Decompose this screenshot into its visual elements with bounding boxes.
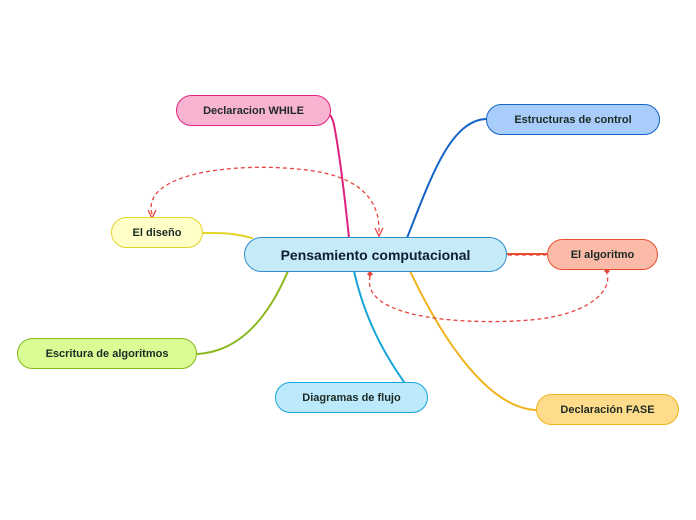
- topic-declaracion-while[interactable]: Declaracion WHILE: [176, 95, 331, 126]
- relation-line: [150, 166, 380, 233]
- topic-declaracion-fase[interactable]: Declaración FASE: [536, 394, 679, 425]
- branch-line: [409, 270, 537, 411]
- topic-diagramas-de-flujo[interactable]: Diagramas de flujo: [275, 382, 428, 413]
- relation-line: [368, 273, 609, 323]
- relation-marker: [367, 271, 373, 277]
- relation-line: [374, 227, 384, 238]
- branch-line: [406, 118, 487, 239]
- branch-line: [196, 270, 289, 355]
- topic-estructuras-de-control[interactable]: Estructuras de control: [486, 104, 660, 135]
- branch-line: [321, 110, 350, 239]
- branch-line: [202, 231, 253, 239]
- central-topic[interactable]: Pensamiento computacional: [244, 237, 507, 272]
- topic-escritura-de-algoritmos[interactable]: Escritura de algoritmos: [17, 338, 197, 369]
- branch-line: [353, 270, 405, 383]
- topic-el-diseno[interactable]: El diseño: [111, 217, 203, 248]
- topic-el-algoritmo[interactable]: El algoritmo: [547, 239, 658, 270]
